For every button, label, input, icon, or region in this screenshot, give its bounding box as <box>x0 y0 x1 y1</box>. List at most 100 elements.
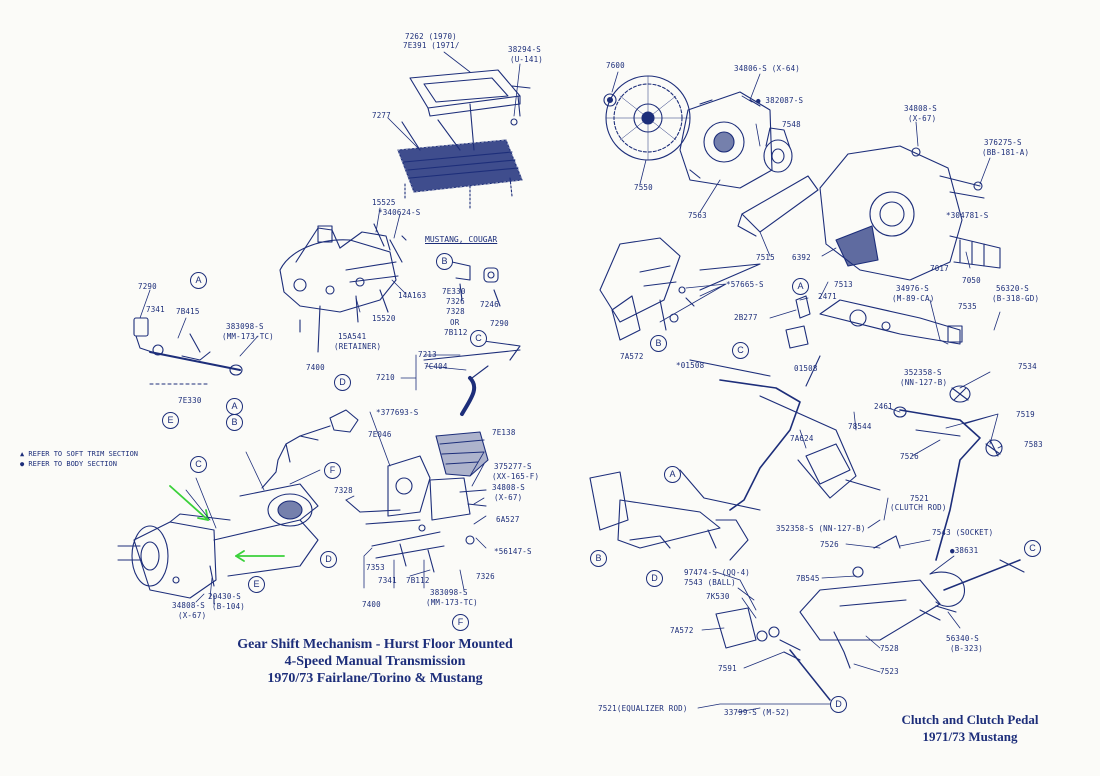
part-label: 7521 <box>910 494 929 503</box>
callout-a: A <box>664 466 681 483</box>
part-label: 34976-S <box>896 284 930 293</box>
callout-b: B <box>436 253 453 270</box>
part-label: 33799-S (M-52) <box>724 708 791 717</box>
part-label: 352358-S <box>904 368 942 377</box>
part-label: 7E046 <box>368 430 392 439</box>
part-label: 375277-S <box>494 462 532 471</box>
part-label: 7E391 (1971/ <box>403 41 460 50</box>
part-label: 7591 <box>718 664 737 673</box>
part-label: (BB-181-A) <box>982 148 1030 157</box>
part-label: 2461 <box>874 402 893 411</box>
part-label: 15520 <box>372 314 396 323</box>
part-label: 7B415 <box>176 307 200 316</box>
part-label: 7B545 <box>796 574 820 583</box>
part-label: 7050 <box>962 276 981 285</box>
part-label: 383098-S <box>430 588 468 597</box>
part-label: 01508 <box>794 364 818 373</box>
part-label: 7C404 <box>424 362 448 371</box>
part-label: 7E138 <box>492 428 516 437</box>
callout-f: F <box>324 462 341 479</box>
part-label: 97474-S (QQ-4) <box>684 568 751 577</box>
part-label: 7353 <box>366 563 385 572</box>
part-label: 7515 <box>756 253 775 262</box>
part-label: 78544 <box>848 422 872 431</box>
part-label: 7513 <box>834 280 853 289</box>
part-label: 7600 <box>606 61 625 70</box>
part-label: *377693-S <box>376 408 419 417</box>
part-label: (XX-165-F) <box>492 472 540 481</box>
callout-d: D <box>830 696 847 713</box>
body-section-note: ● REFER TO BODY SECTION <box>20 460 117 468</box>
part-label: *56147-S <box>494 547 532 556</box>
part-label: 7262 (1970) <box>405 32 457 41</box>
shift-boot-plate-drawing <box>397 69 531 209</box>
callout-c: C <box>1024 540 1041 557</box>
part-label: 7326 <box>476 572 495 581</box>
caption-line1: Gear Shift Mechanism - Hurst Floor Mount… <box>237 637 513 652</box>
part-label: 352358-S (NN-127-B) <box>776 524 866 533</box>
part-label: 7400 <box>362 600 381 609</box>
part-label: *57665-S <box>726 280 764 289</box>
equalizer-assembly-drawing <box>589 469 1025 710</box>
caption-line3: 1970/73 Fairlane/Torino & Mustang <box>267 671 483 686</box>
callout-a: A <box>792 278 809 295</box>
part-label: 7583 <box>1024 440 1043 449</box>
part-label: 7526 <box>900 452 919 461</box>
caption-line2: 1971/73 Mustang <box>922 729 1018 744</box>
part-label: 38294-S <box>508 45 542 54</box>
model-subtitle: MUSTANG, COUGAR <box>425 235 498 244</box>
part-label: 15A541 <box>338 332 367 341</box>
callout-c: C <box>732 342 749 359</box>
part-label: 7543 (BALL) <box>684 578 736 587</box>
part-label: 34806-S (X-64) <box>734 64 801 73</box>
leader-lines-right <box>611 71 1003 713</box>
part-label: *01508 <box>676 361 705 370</box>
part-label: 7526 <box>820 540 839 549</box>
part-label: (B-318-GD) <box>992 294 1040 303</box>
part-label: 7519 <box>1016 410 1035 419</box>
lever-parts-drawing <box>423 261 521 416</box>
part-label: 7B112 <box>406 576 430 585</box>
part-label: 7328 <box>334 486 353 495</box>
part-label: 7290 <box>138 282 157 291</box>
part-label: 7563 <box>688 211 707 220</box>
clutch-pedal-drawing <box>689 295 1003 561</box>
part-label: ●38631 <box>950 546 979 555</box>
part-label: (CLUTCH ROD) <box>890 503 947 512</box>
part-label: 376275-S <box>984 138 1022 147</box>
pedal-support-drawing <box>599 237 761 341</box>
part-label: 7A572 <box>670 626 694 635</box>
part-label: (NN-127-B) <box>900 378 948 387</box>
part-label: 7A572 <box>620 352 644 361</box>
callout-a: A <box>190 272 207 289</box>
part-label: 7017 <box>930 264 949 273</box>
part-label: (MM-173-TC) <box>426 598 478 607</box>
part-label: 56340-S <box>946 634 980 643</box>
callout-d: D <box>646 570 663 587</box>
soft-trim-note: ▲ REFER TO SOFT TRIM SECTION <box>20 450 139 458</box>
part-label: 6392 <box>792 253 811 262</box>
part-label: 7213 <box>418 350 437 359</box>
callout-d: D <box>334 374 351 391</box>
part-label: 7E330 <box>178 396 202 405</box>
part-label: (B-104) <box>212 602 246 611</box>
part-label: 7550 <box>634 183 653 192</box>
part-label: *304781-S <box>946 211 989 220</box>
callout-d: D <box>320 551 337 568</box>
part-label: 7543 (SOCKET) <box>932 528 994 537</box>
part-label: 7B112 <box>444 328 468 337</box>
part-label: 7341 <box>146 305 165 314</box>
caption-line2: 4-Speed Manual Transmission <box>284 654 466 669</box>
part-label: 7523 <box>880 667 899 676</box>
callout-e: E <box>248 576 265 593</box>
part-label: 14A163 <box>398 291 427 300</box>
part-label: 7K530 <box>706 592 730 601</box>
callout-a: A <box>226 398 243 415</box>
part-label: (B-323) <box>950 644 984 653</box>
part-label: (X-67) <box>178 611 207 620</box>
part-label: 7277 <box>372 111 391 120</box>
part-label: 7341 <box>378 576 397 585</box>
part-label: 7534 <box>1018 362 1037 371</box>
